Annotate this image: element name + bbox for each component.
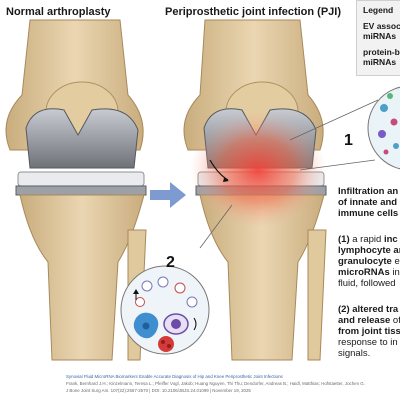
marker-2: 2 — [166, 254, 175, 271]
legend-item-protein-line1: protein-bo — [363, 47, 400, 57]
zoom-circle-2 — [120, 265, 210, 355]
citation-title[interactable]: Synovial Fluid MicroRNA Biomarkers Enabl… — [66, 374, 283, 379]
p2-line-e: signals. — [338, 348, 371, 359]
citation-authors: Frank, Bernhard J.H.; Kinzelmann, Teresa… — [66, 381, 365, 386]
marker-1: 1 — [344, 132, 353, 149]
legend-item-protein-line2: miRNAs — [363, 57, 397, 67]
legend-item-ev-line1: EV associa — [363, 21, 400, 31]
p2-line-b: and release of — [338, 315, 400, 326]
infiltration-line-1: Infiltration an — [338, 186, 399, 197]
p1-line-b: lymphocyte ar — [338, 245, 400, 256]
normal-arthroplasty-title: Normal arthroplasty — [6, 6, 111, 18]
p2-line-c: from joint tiss — [338, 326, 400, 337]
legend-box: Legend EV associa miRNAs protein-bo miRN… — [356, 0, 400, 76]
citation-journal: J Bone Joint Surg Am. 107(22):2567-2570 … — [66, 388, 251, 393]
infiltration-line-2: of innate and — [338, 197, 398, 208]
legend-heading: Legend — [363, 5, 394, 15]
p1-line-e: fluid, followed — [338, 278, 396, 289]
inflammation-glow — [190, 112, 326, 228]
p2-line-d: response to in — [338, 337, 398, 348]
p1-line-c: granulocyte e — [338, 256, 400, 267]
infiltration-line-3: immune cells — [338, 208, 399, 219]
p1-line-d: microRNAs in — [338, 267, 400, 278]
p2-line-a: (2) altered tra — [338, 304, 399, 315]
transition-arrow — [150, 182, 186, 208]
pji-knee — [183, 19, 327, 361]
p1-line-a: (1) a rapid inc — [338, 234, 398, 245]
legend-item-ev-line2: miRNAs — [363, 31, 397, 41]
normal-knee — [5, 19, 147, 361]
pji-title: Periprosthetic joint infection (PJI) — [165, 6, 342, 18]
zoom-circle-1 — [367, 86, 400, 170]
